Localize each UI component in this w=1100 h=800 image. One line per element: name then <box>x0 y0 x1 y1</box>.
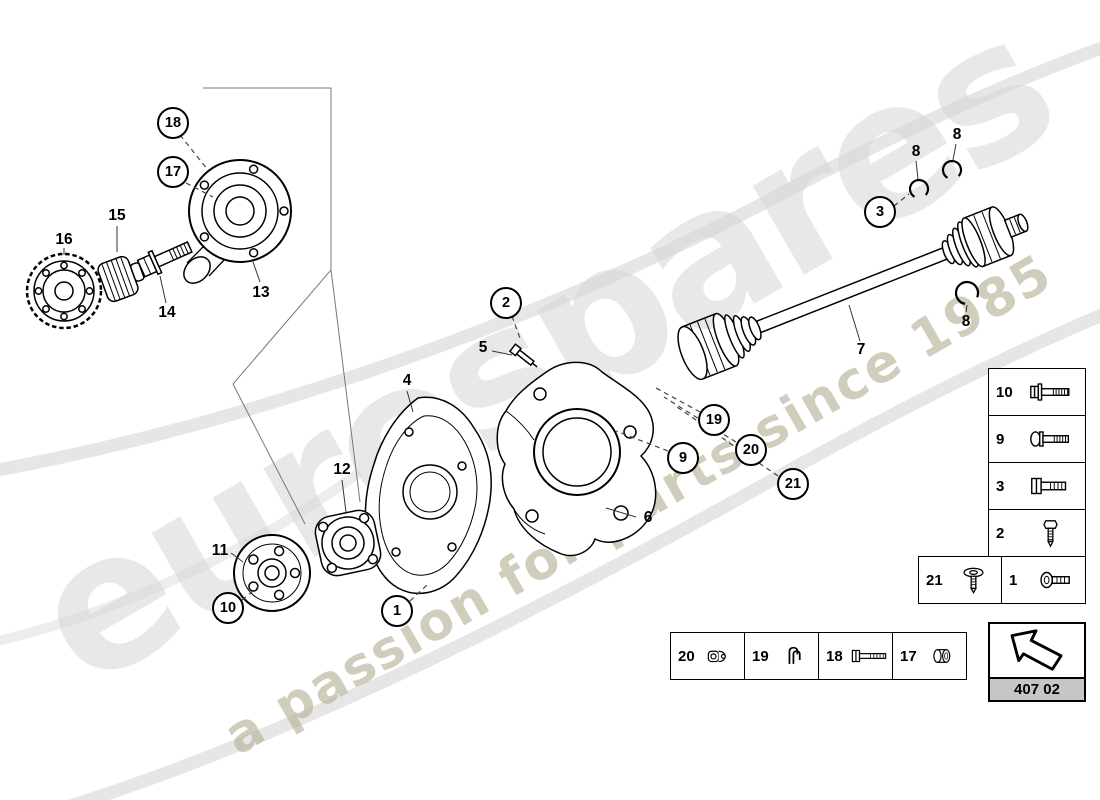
legend-cell-17[interactable]: 17 <box>892 632 967 680</box>
callout-17[interactable]: 17 <box>157 156 189 188</box>
part-16-ring-gear[interactable] <box>25 252 103 330</box>
part-13-wheel-hub[interactable] <box>179 159 292 288</box>
callout-10[interactable]: 10 <box>212 592 244 624</box>
legend-number: 17 <box>900 647 917 665</box>
part-15-inner-joint[interactable] <box>96 252 148 304</box>
part-label-6-8[interactable]: 6 <box>643 509 653 526</box>
part-label-12-4[interactable]: 12 <box>333 461 351 478</box>
callout-9[interactable]: 9 <box>667 442 699 474</box>
page-code-box[interactable]: 407 02 <box>988 622 1086 702</box>
legend-number: 1 <box>1009 571 1018 589</box>
legend-number: 18 <box>826 647 843 665</box>
part-label-13-3[interactable]: 13 <box>252 284 270 301</box>
legend-cell-9[interactable]: 9 <box>988 415 1086 463</box>
legend-number: 19 <box>752 647 769 665</box>
page-code: 407 02 <box>990 677 1084 700</box>
part-label-8-12[interactable]: 8 <box>961 313 971 330</box>
label-leader-lines <box>63 143 968 563</box>
legend-cell-18[interactable]: 18 <box>818 632 893 680</box>
nut-icon <box>924 641 962 671</box>
legend-cell-19[interactable]: 19 <box>744 632 819 680</box>
legend-number: 10 <box>996 383 1013 401</box>
part-label-8-10[interactable]: 8 <box>911 143 921 160</box>
legend-number: 20 <box>678 647 695 665</box>
part-11-hub-flange[interactable] <box>233 534 311 612</box>
callout-3[interactable]: 3 <box>864 196 896 228</box>
subassembly-boundary <box>203 87 361 525</box>
part-label-7-9[interactable]: 7 <box>856 341 866 358</box>
direction-arrow-icon <box>1010 628 1063 671</box>
legend-number: 21 <box>926 571 943 589</box>
legend-cell-21[interactable]: 21 <box>918 556 1002 604</box>
part-8-circlips[interactable] <box>907 158 980 306</box>
part-4-dust-shield[interactable] <box>364 396 492 595</box>
arrow-panel <box>990 624 1084 677</box>
callout-21[interactable]: 21 <box>777 468 809 500</box>
part-7-drive-shaft[interactable] <box>672 195 1037 383</box>
legend-cell-3[interactable]: 3 <box>988 462 1086 510</box>
part-12-bearing[interactable] <box>312 507 383 578</box>
clip-icon <box>776 641 814 671</box>
clamp-icon <box>702 641 740 671</box>
legend-cell-10[interactable]: 10 <box>988 368 1086 416</box>
round-bolt-icon <box>1033 565 1081 595</box>
part-label-8-11[interactable]: 8 <box>952 126 962 143</box>
part-label-14-2[interactable]: 14 <box>158 304 176 321</box>
callout-1[interactable]: 1 <box>381 595 413 627</box>
legend-number: 9 <box>996 430 1005 448</box>
callout-20[interactable]: 20 <box>735 434 767 466</box>
legend-cell-1[interactable]: 1 <box>1001 556 1086 604</box>
legend-cell-20[interactable]: 20 <box>670 632 745 680</box>
screw-washer-icon <box>950 565 997 595</box>
flange-bolt-icon <box>1020 377 1081 407</box>
part-6-steering-knuckle[interactable] <box>496 361 657 557</box>
callout-18[interactable]: 18 <box>157 107 189 139</box>
legend-cell-2[interactable]: 2 <box>988 509 1086 557</box>
flange-bolt-2-icon <box>1020 424 1081 454</box>
legend-number: 3 <box>996 477 1005 495</box>
background-swoosh-curves <box>0 41 1100 800</box>
callout-2[interactable]: 2 <box>490 287 522 319</box>
small-screw-icon <box>1020 518 1081 548</box>
callout-19[interactable]: 19 <box>698 404 730 436</box>
part-label-16-0[interactable]: 16 <box>55 231 73 248</box>
callout-leader-lines <box>179 134 910 602</box>
part-label-15-1[interactable]: 15 <box>108 207 126 224</box>
socket-bolt-icon <box>1020 471 1081 501</box>
part-label-11-5[interactable]: 11 <box>211 542 229 559</box>
socket-bolt-long-icon <box>850 641 888 671</box>
part-14-bolt[interactable] <box>136 236 194 279</box>
part-5-sensor-screw[interactable] <box>508 343 540 370</box>
legend-number: 2 <box>996 524 1005 542</box>
part-label-5-7[interactable]: 5 <box>478 339 488 356</box>
part-label-4-6[interactable]: 4 <box>402 372 412 389</box>
